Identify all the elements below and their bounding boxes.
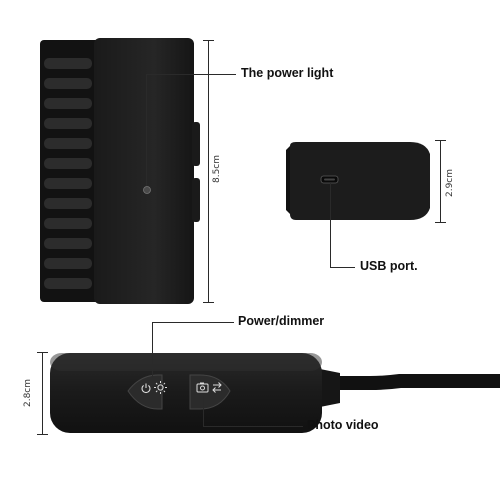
dimension-tick-top bbox=[203, 40, 214, 41]
dimension-label-main: 8.5cm bbox=[212, 154, 223, 184]
power-icon[interactable] bbox=[140, 382, 152, 394]
dimension-tick-bottom-top bbox=[37, 352, 48, 353]
power-light-indicator bbox=[143, 186, 151, 194]
label-power-dimmer: Power/dimmer bbox=[238, 314, 325, 328]
leader-power-light-horizontal bbox=[146, 74, 236, 75]
dimension-label-usb: 2.9cm bbox=[445, 168, 456, 198]
brightness-icon[interactable] bbox=[153, 380, 168, 395]
switch-arrows-icon[interactable] bbox=[211, 381, 223, 394]
dimension-line-usb bbox=[440, 140, 441, 222]
leader-power-dimmer-horizontal bbox=[152, 322, 234, 323]
label-power-light: The power light bbox=[241, 66, 334, 80]
dimension-tick-bottom-bottom bbox=[37, 434, 48, 435]
camera-icon[interactable] bbox=[196, 381, 209, 394]
label-usb-port: USB port. bbox=[360, 259, 418, 273]
dimension-line-bottom bbox=[42, 352, 43, 434]
dimension-label-bottom: 2.8cm bbox=[23, 378, 34, 408]
leader-power-dimmer-vertical bbox=[152, 322, 153, 378]
dimension-tick-usb-bottom bbox=[435, 222, 446, 223]
device-usb-end bbox=[280, 140, 435, 222]
leader-photo-video-vertical bbox=[203, 396, 204, 426]
leader-usb-vertical bbox=[330, 183, 331, 267]
dimension-tick-usb-top bbox=[435, 140, 446, 141]
dimension-tick-bottom bbox=[203, 302, 214, 303]
leader-usb-horizontal bbox=[330, 267, 355, 268]
leader-photo-video-horizontal bbox=[203, 426, 303, 427]
device-front-view bbox=[30, 30, 210, 310]
leader-power-light-vertical bbox=[146, 74, 147, 186]
device-bottom-view bbox=[40, 345, 500, 445]
label-photo-video: Photo video bbox=[307, 418, 379, 432]
dimension-line-main bbox=[208, 40, 209, 302]
usb-port bbox=[321, 176, 338, 183]
